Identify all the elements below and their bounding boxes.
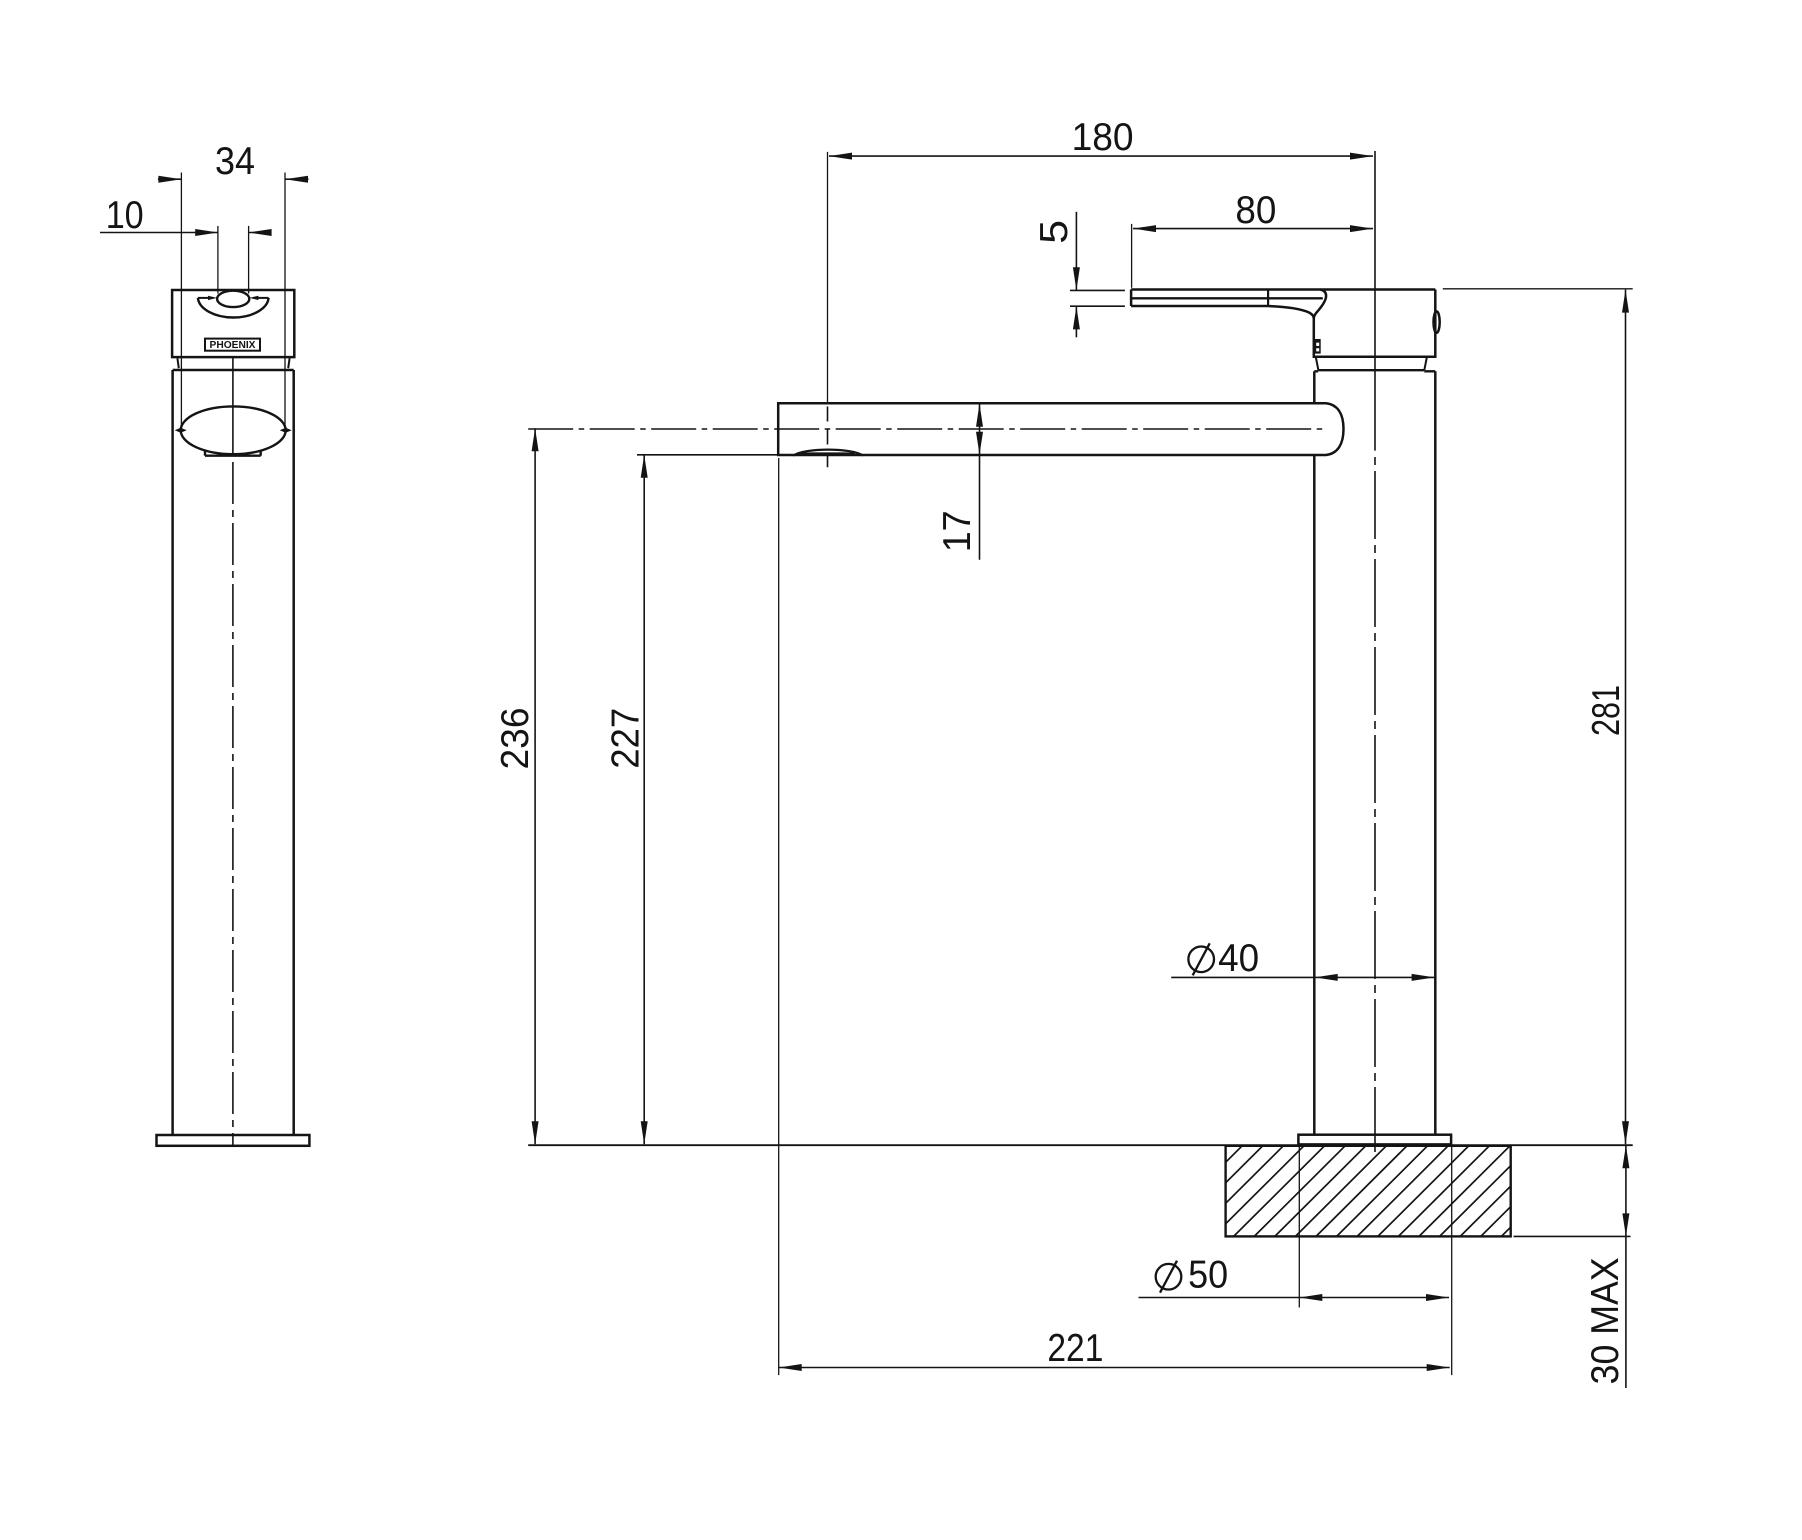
svg-text:PHOENIX: PHOENIX (210, 339, 256, 351)
svg-text:5: 5 (1033, 220, 1076, 244)
svg-text:50: 50 (1188, 1254, 1228, 1297)
svg-text:80: 80 (1235, 189, 1276, 232)
svg-text:40: 40 (1218, 937, 1259, 980)
svg-text:30 MAX: 30 MAX (1584, 1257, 1627, 1384)
svg-text:180: 180 (1072, 116, 1134, 159)
svg-text:227: 227 (604, 708, 647, 769)
svg-text:17: 17 (936, 510, 979, 552)
svg-text:34: 34 (215, 140, 255, 183)
svg-text:10: 10 (106, 194, 144, 237)
svg-text:281: 281 (1585, 685, 1628, 736)
svg-text:236: 236 (494, 708, 537, 770)
svg-text:221: 221 (1047, 1327, 1103, 1370)
